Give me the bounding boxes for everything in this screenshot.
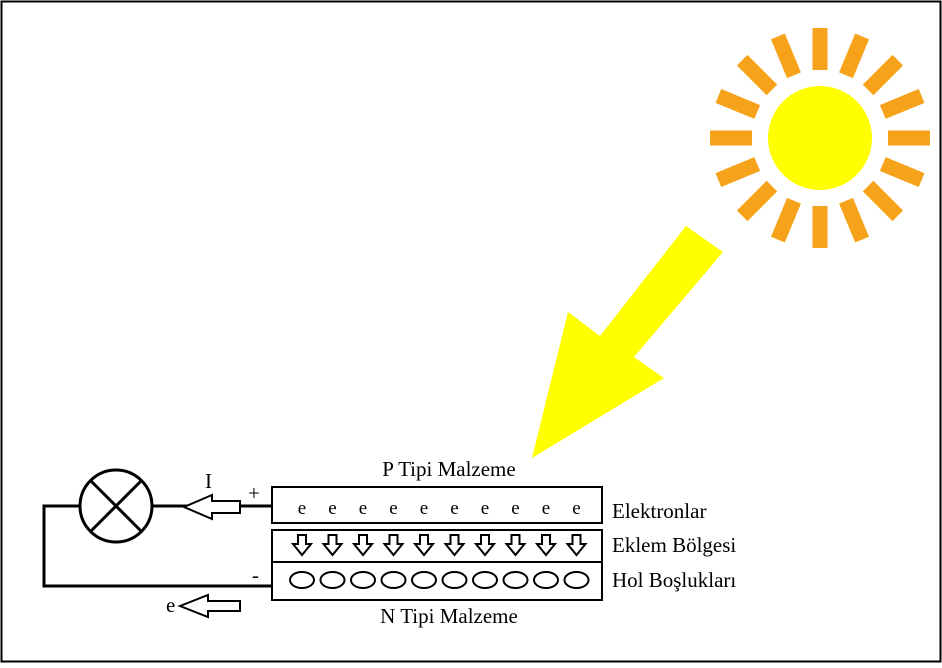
current-label: I: [205, 469, 212, 493]
sun-ray: [736, 54, 778, 96]
electron-symbol: e: [542, 498, 550, 519]
hole-ellipse: [411, 571, 437, 589]
sun-ray: [879, 88, 925, 119]
sun-ray: [770, 197, 801, 243]
hole-row: [289, 571, 590, 589]
sun-ray: [839, 197, 870, 243]
junction-down-arrow-icon: [443, 534, 466, 557]
hole-ellipse: [533, 571, 559, 589]
minus-terminal-label: -: [252, 563, 259, 587]
hole-ellipse: [289, 571, 315, 589]
electron-symbol: e: [450, 498, 458, 519]
electron-symbol: e: [328, 498, 336, 519]
lamp-icon: [78, 468, 154, 544]
junction-down-arrow-icon: [290, 534, 314, 557]
sun-ray: [770, 33, 801, 79]
sun-ray: [839, 33, 870, 79]
sun-icon: [710, 28, 930, 248]
sun-ray: [862, 54, 904, 96]
sun-ray: [715, 157, 761, 188]
holes-label: Hol Boşlukları: [612, 568, 736, 592]
plus-terminal-label: +: [248, 481, 260, 505]
electron-symbol: e: [298, 498, 306, 519]
junction-label: Eklem Bölgesi: [612, 533, 736, 557]
junction-down-arrow-icon: [382, 534, 405, 557]
sun-ray: [736, 180, 778, 222]
junction-down-arrow-icon: [351, 534, 375, 557]
hole-ellipse: [441, 571, 468, 589]
electron-symbol: e: [389, 498, 397, 519]
junction-down-arrow-icon: [412, 534, 436, 557]
hole-ellipse: [563, 571, 590, 589]
junction-down-arrow-icon: [321, 534, 344, 557]
hole-ellipse: [472, 571, 498, 589]
hole-ellipse: [380, 571, 407, 589]
p-type-label: P Tipi Malzeme: [382, 457, 515, 481]
hole-ellipse: [502, 571, 529, 589]
junction-arrow-row: [290, 534, 588, 557]
sun-ray: [715, 88, 761, 119]
junction-down-arrow-icon: [534, 534, 558, 557]
hole-layer: [271, 561, 603, 601]
sun-ray: [862, 180, 904, 222]
junction-down-arrow-icon: [473, 534, 497, 557]
electrons-label: Elektronlar: [612, 499, 706, 523]
electron-symbol: e: [359, 498, 367, 519]
electron-symbol: e: [481, 498, 489, 519]
junction-down-arrow-icon: [504, 534, 527, 557]
electron-symbol: e: [572, 498, 580, 519]
circuit-wire: [42, 504, 272, 588]
electron-symbol: e: [420, 498, 428, 519]
electron-flow-arrow-icon: [177, 593, 241, 619]
sunlight-arrow-icon: [532, 226, 723, 458]
electron-flow-label: e: [166, 593, 175, 617]
current-arrow-icon: [181, 493, 241, 521]
electron-symbol: e: [511, 498, 519, 519]
sun-ray: [879, 157, 925, 188]
hole-ellipse: [319, 571, 346, 589]
n-type-label: N Tipi Malzeme: [380, 604, 518, 628]
electron-layer: [271, 486, 603, 524]
hole-ellipse: [350, 571, 376, 589]
junction-down-arrow-icon: [565, 534, 588, 557]
